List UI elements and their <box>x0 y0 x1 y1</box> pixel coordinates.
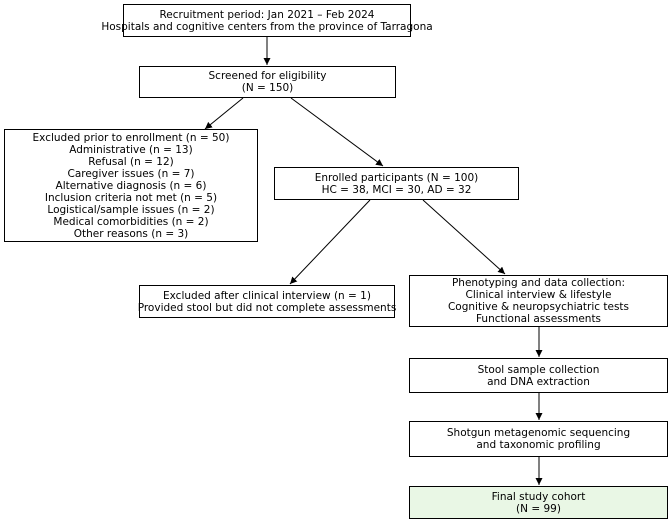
enrolled-groups: HC = 38, MCI = 30, AD = 32 <box>321 183 472 196</box>
excluded-prior-reason: Caregiver issues (n = 7) <box>67 167 195 180</box>
recruitment-period-text: Recruitment period: Jan 2021 – Feb 2024 <box>159 8 375 21</box>
excluded-prior-reason: Medical comorbidities (n = 2) <box>53 215 209 228</box>
excluded-prior-reason: Inclusion criteria not met (n = 5) <box>44 191 218 204</box>
screened-box: Screened for eligibility (N = 150) <box>139 66 396 98</box>
final-cohort-count: (N = 99) <box>516 502 561 515</box>
recruitment-sites-text: Hospitals and cognitive centers from the… <box>101 20 433 33</box>
phenotyping-title: Phenotyping and data collection: <box>451 277 626 289</box>
arrow-enrolled-to-excluded-after <box>289 199 371 285</box>
excluded-after-box: Excluded after clinical interview (n = 1… <box>137 285 397 318</box>
excluded-after-reason: Provided stool but did not complete asse… <box>137 301 397 314</box>
stool-box: Stool sample collection and DNA extracti… <box>409 358 668 393</box>
final-cohort-title: Final study cohort <box>491 490 586 503</box>
phenotyping-item: Functional assessments <box>475 313 602 325</box>
phenotyping-item: Cognitive & neuropsychiatric tests <box>447 301 630 313</box>
excluded-after-title: Excluded after clinical interview (n = 1… <box>163 289 371 302</box>
excluded-prior-box: Excluded prior to enrollment (n = 50) Ad… <box>4 129 258 242</box>
stool-line-2: and DNA extraction <box>487 375 590 388</box>
phenotyping-item: Clinical interview & lifestyle <box>465 289 612 301</box>
sequencing-box: Shotgun metagenomic sequencing and taxon… <box>409 421 668 457</box>
sequencing-line-2: and taxonomic profiling <box>476 439 601 451</box>
arrow-screened-to-enrolled <box>290 97 384 167</box>
sequencing-line-1: Shotgun metagenomic sequencing <box>446 427 631 439</box>
arrow-screened-to-excluded-prior <box>204 97 244 130</box>
excluded-prior-reason: Logistical/sample issues (n = 2) <box>47 203 215 216</box>
screened-count: (N = 150) <box>241 82 294 94</box>
phenotyping-box: Phenotyping and data collection: Clinica… <box>409 275 668 327</box>
excluded-prior-title: Excluded prior to enrollment (n = 50) <box>32 131 230 144</box>
screened-title: Screened for eligibility <box>208 70 327 82</box>
stool-line-1: Stool sample collection <box>477 363 600 376</box>
enrolled-title: Enrolled participants (N = 100) <box>314 171 479 184</box>
arrow-enrolled-to-phenotyping <box>422 199 506 275</box>
enrolled-box: Enrolled participants (N = 100) HC = 38,… <box>274 167 519 200</box>
final-cohort-box: Final study cohort (N = 99) <box>409 486 668 519</box>
excluded-prior-reason: Alternative diagnosis (n = 6) <box>55 179 207 192</box>
excluded-prior-reason: Other reasons (n = 3) <box>73 227 189 240</box>
excluded-prior-reason: Administrative (n = 13) <box>69 143 193 156</box>
excluded-prior-reason: Refusal (n = 12) <box>88 155 174 168</box>
recruitment-box: Recruitment period: Jan 2021 – Feb 2024 … <box>101 4 433 37</box>
